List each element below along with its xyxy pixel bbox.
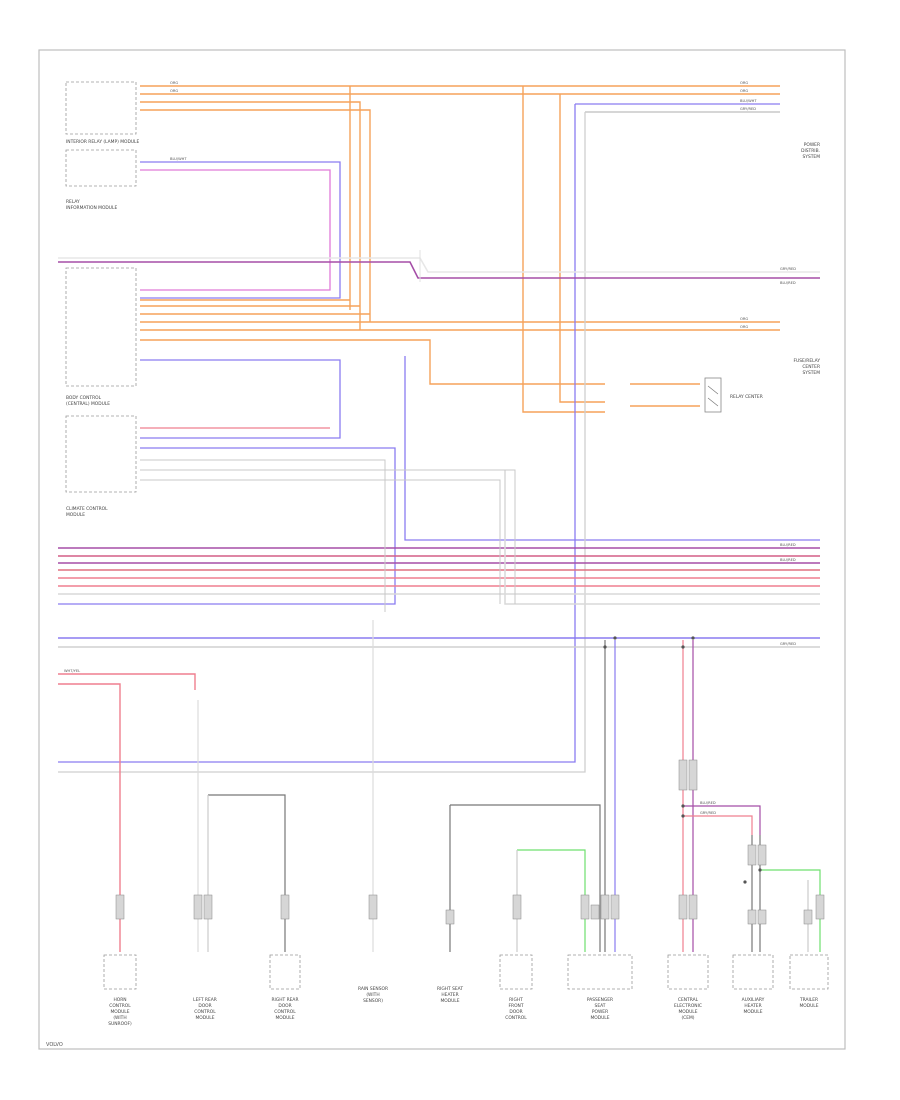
wire-code-org-2: ORG xyxy=(170,89,178,93)
c4-line-1: (WITH xyxy=(366,992,379,998)
climate-grey-wires xyxy=(140,459,516,612)
c6-line-1: FRONT xyxy=(509,1003,524,1009)
wire-code-org-4: ORG xyxy=(740,89,748,93)
wire-code-blu-red-2: BLU/RED xyxy=(780,543,796,547)
c7-line-2: POWER xyxy=(592,1009,608,1015)
c8-line-2: MODULE xyxy=(678,1009,697,1015)
c9-line-0: AUXILIARY xyxy=(742,997,765,1003)
relay-information-module-box xyxy=(65,149,137,187)
body-bus-wires xyxy=(58,250,820,282)
climate-module-label-2: MODULE xyxy=(66,512,85,518)
climate-control-module-box xyxy=(65,415,137,493)
c5-line-1: HEATER xyxy=(441,992,458,998)
c4-line-0: RAIN SENSOR xyxy=(358,986,388,992)
c4-line-2: SENSOR) xyxy=(363,998,383,1004)
inline-connectors xyxy=(115,759,825,925)
body-module-label-1: BODY CONTROL xyxy=(66,395,102,401)
wire-code-blu-red-1: BLU/RED xyxy=(780,281,796,285)
c9-line-1: HEATER xyxy=(744,1003,761,1009)
wire-code-wht-yel-1: WHT/YEL xyxy=(64,669,80,673)
c7-line-3: MODULE xyxy=(590,1015,609,1021)
splice-points xyxy=(603,636,762,884)
component-captions: HORN CONTROL MODULE (WITH SUNROOF) LEFT … xyxy=(108,986,819,1027)
c6-line-0: RIGHT xyxy=(509,997,523,1003)
c3-line-0: RIGHT REAR xyxy=(271,997,298,1003)
power-label-3: SYSTEM xyxy=(802,154,820,160)
footer-code: VOLVO xyxy=(46,1042,63,1048)
c3-line-3: MODULE xyxy=(275,1015,294,1021)
c1-line-4: SUNROOF) xyxy=(108,1021,132,1027)
c2-line-0: LEFT REAR xyxy=(193,997,217,1003)
interior-relay-module-box xyxy=(65,81,137,135)
relay-module-label-1: RELAY xyxy=(66,199,80,205)
c10-line-0: TRAILER xyxy=(799,997,818,1003)
c3-line-2: CONTROL xyxy=(274,1009,296,1015)
c3-line-1: DOOR xyxy=(278,1003,291,1009)
wire-code-gry-red-2: GRY/RED xyxy=(780,267,796,271)
fuse-label-3: SYSTEM xyxy=(802,370,820,376)
wire-code-blu-wht-2: BLU/WHT xyxy=(170,157,187,161)
c5-line-0: RIGHT SEAT xyxy=(437,986,463,992)
wire-code-blu-red-4: BLU/RED xyxy=(700,801,716,805)
c7-line-0: PASSENGER xyxy=(587,997,613,1003)
wire-code-gry-red-4: GRY/RED xyxy=(700,811,716,815)
power-label-1: POWER xyxy=(804,142,820,148)
wire-code-gry-red-3: GRY/RED xyxy=(780,642,796,646)
c1-line-1: CONTROL xyxy=(109,1003,131,1009)
c1-line-0: HORN xyxy=(113,997,126,1003)
c10-line-1: MODULE xyxy=(799,1003,818,1009)
c2-line-2: CONTROL xyxy=(194,1009,216,1015)
c8-line-0: CENTRAL xyxy=(678,997,699,1003)
relay-center-label: RELAY CENTER xyxy=(730,394,763,400)
wire-code-gry-red-1: GRY/RED xyxy=(740,107,756,111)
data-bus xyxy=(58,470,820,648)
c9-line-2: MODULE xyxy=(743,1009,762,1015)
c1-line-2: MODULE xyxy=(110,1009,129,1015)
relay-contacts xyxy=(707,385,719,407)
body-control-module-box xyxy=(65,267,137,387)
relay-center-box xyxy=(704,377,722,413)
wire-code-blu-wht-1: BLU/WHT xyxy=(740,99,757,103)
c2-line-1: DOOR xyxy=(198,1003,211,1009)
body-module-label-2: (CENTRAL) MODULE xyxy=(66,401,110,407)
horn-feed xyxy=(58,673,196,952)
c5-line-2: MODULE xyxy=(440,998,459,1004)
signal-wires xyxy=(58,103,820,773)
wire-code-org-5: ORG xyxy=(740,317,748,321)
diagram-frame xyxy=(38,49,846,1050)
c7-line-1: SEAT xyxy=(595,1003,606,1009)
fuse-label-1: FUSE/RELAY xyxy=(794,358,821,364)
c8-line-1: ELECTRONIC xyxy=(674,1003,702,1009)
component-drops xyxy=(197,620,821,952)
c2-line-3: MODULE xyxy=(195,1015,214,1021)
relay-module-label-2: INFORMATION MODULE xyxy=(66,205,117,211)
c6-line-2: DOOR xyxy=(509,1009,522,1015)
wire-code-org-1: ORG xyxy=(170,81,178,85)
wire-code-org-3: ORG xyxy=(740,81,748,85)
climate-module-label-1: CLIMATE CONTROL xyxy=(66,506,108,512)
c8-line-3: (CEM) xyxy=(681,1015,694,1021)
component-boxes xyxy=(103,954,829,990)
wire-code-blu-red-3: BLU/RED xyxy=(780,558,796,562)
orange-power-wires xyxy=(140,85,780,413)
wire-code-org-6: ORG xyxy=(740,325,748,329)
power-label-2: DISTRIB. xyxy=(801,148,820,154)
c1-line-3: (WITH xyxy=(113,1015,126,1021)
dim-module-label: INTERIOR RELAY (LAMP) MODULE xyxy=(66,139,139,145)
fuse-label-2: CENTER xyxy=(802,364,820,370)
c6-line-3: CONTROL xyxy=(505,1015,527,1021)
